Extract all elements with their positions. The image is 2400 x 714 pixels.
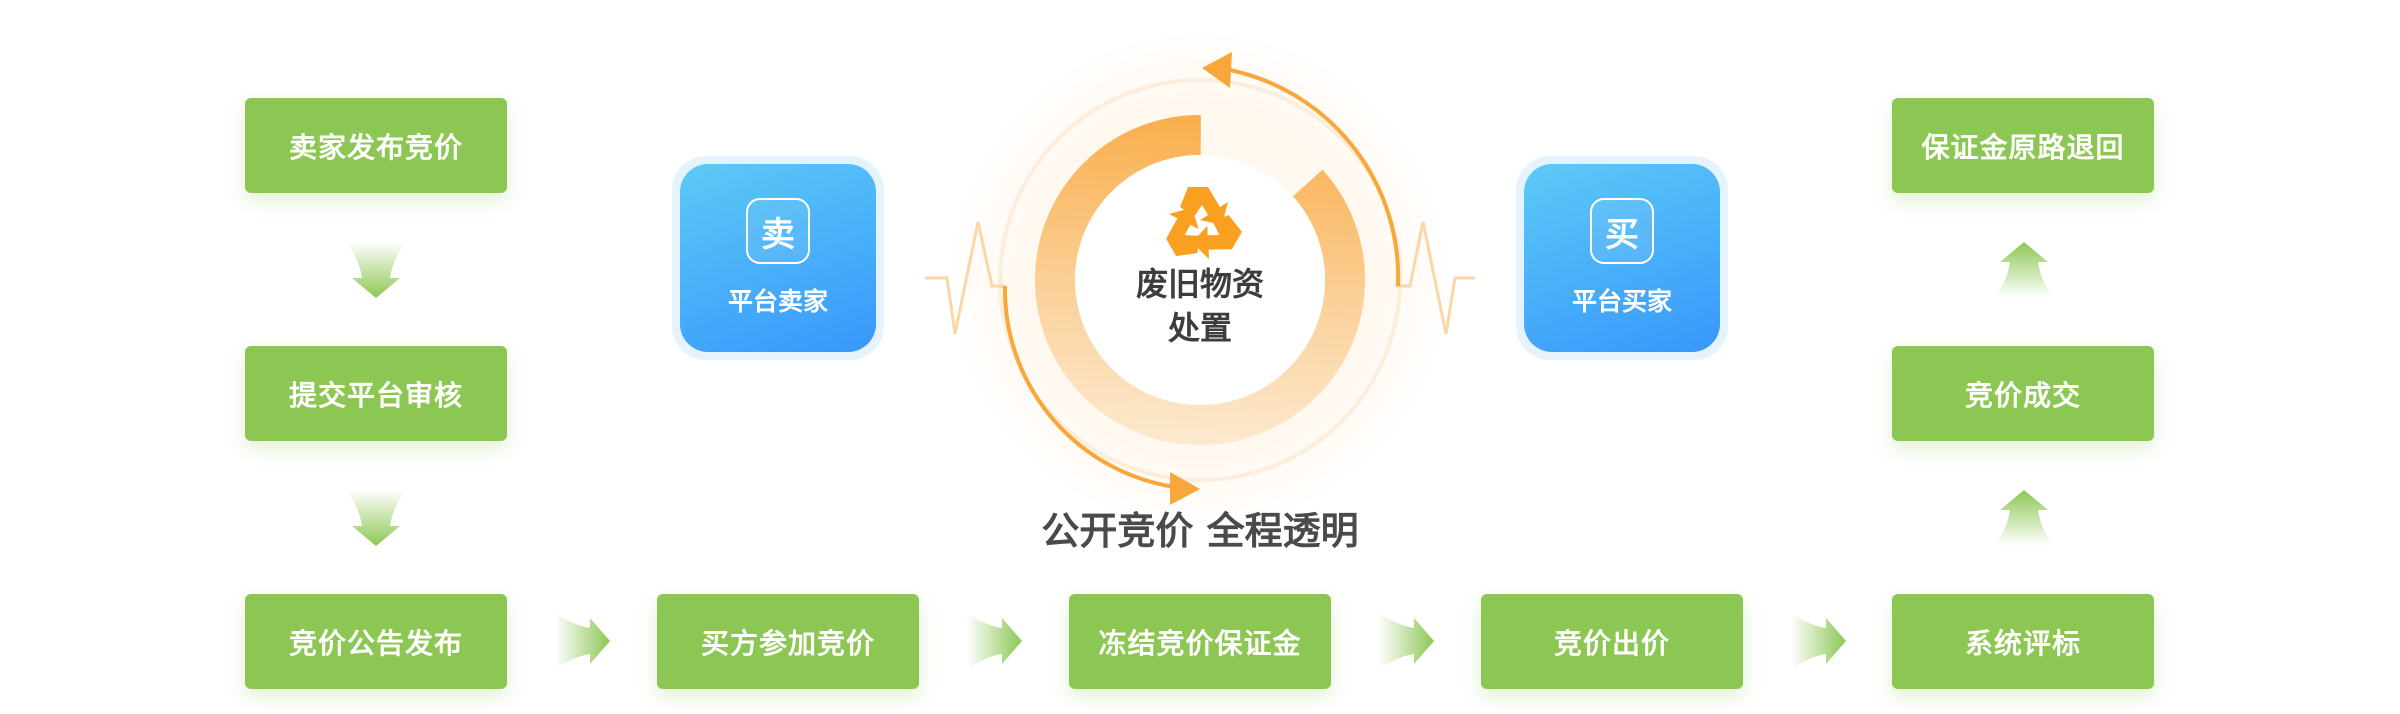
arrowhead-left-icon xyxy=(1202,52,1232,88)
arrow-up-icon xyxy=(1995,242,2053,298)
center-title-line1: 废旧物资 xyxy=(1135,265,1264,303)
step-announcement: 竞价公告发布 xyxy=(245,594,507,689)
buyer-badge-icon: 买 xyxy=(1590,198,1654,264)
step-seller-publish: 卖家发布竞价 xyxy=(245,98,507,193)
slogan: 公开竞价 全程透明 xyxy=(1041,509,1359,553)
step-buyer-join: 买方参加竞价 xyxy=(657,594,919,689)
cycle-arrow-top xyxy=(1229,68,1401,287)
arrow-down-icon xyxy=(347,490,405,546)
arrow-right-icon xyxy=(1791,613,1846,669)
center-title-line2: 处置 xyxy=(1167,309,1232,347)
arrow-right-icon xyxy=(555,613,610,669)
arrow-down-icon xyxy=(347,242,405,298)
platform-seller-card: 卖 平台卖家 xyxy=(672,156,884,360)
cycle-arrow-bottom xyxy=(1002,285,1176,489)
step-deal: 竞价成交 xyxy=(1892,346,2154,441)
buyer-card-label: 平台买家 xyxy=(1571,287,1672,316)
arrow-up-icon xyxy=(1995,490,2053,546)
step-deposit-refund: 保证金原路退回 xyxy=(1892,98,2154,193)
step-bid: 竞价出价 xyxy=(1481,594,1743,689)
step-freeze-deposit: 冻结竞价保证金 xyxy=(1069,594,1331,689)
arrowhead-right-icon xyxy=(1170,472,1200,505)
arrow-right-icon xyxy=(967,613,1022,669)
recycle-icon xyxy=(1166,187,1242,260)
seller-card-label: 平台卖家 xyxy=(727,287,828,316)
pulse-line-right xyxy=(1395,221,1475,335)
platform-buyer-card: 买 平台买家 xyxy=(1516,156,1728,360)
pulse-line-left xyxy=(925,221,1005,335)
step-evaluation: 系统评标 xyxy=(1892,594,2154,689)
step-submit-review: 提交平台审核 xyxy=(245,346,507,441)
arrow-right-icon xyxy=(1379,613,1434,669)
seller-badge-icon: 卖 xyxy=(746,198,810,264)
